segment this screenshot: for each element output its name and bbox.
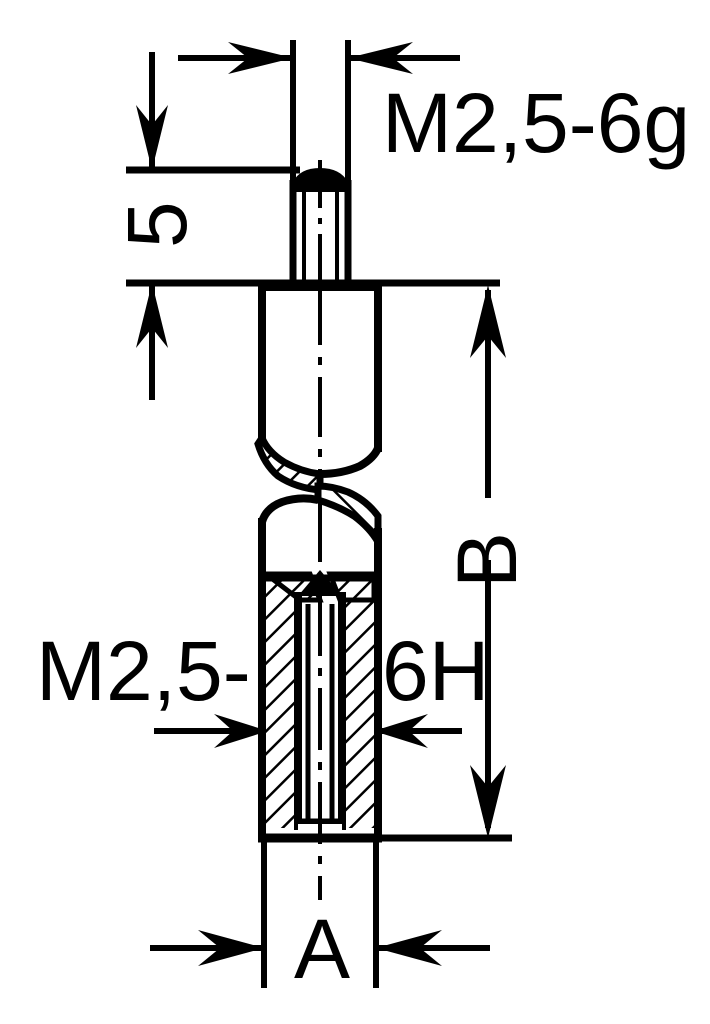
arrow-down-icon <box>136 105 168 170</box>
tapped-hole-dimension-group <box>154 714 462 748</box>
male-threaded-stud <box>289 160 352 285</box>
arrow-left-icon <box>374 714 428 748</box>
upper-body-section <box>254 283 382 500</box>
lower-body-section <box>258 482 382 900</box>
arrow-up-icon <box>470 285 506 358</box>
bore-entry-cone <box>298 570 342 596</box>
thread-callout-female-right: 6H <box>382 624 489 718</box>
body-diameter-dimension-group <box>150 930 490 966</box>
thread-callout-male: M2,5-6g <box>382 76 690 170</box>
arrow-left-icon <box>348 42 413 74</box>
break-curve-lower-left <box>258 494 319 524</box>
arrow-up-icon <box>136 283 168 348</box>
section-hatch-left-wall <box>266 580 296 828</box>
arrow-right-icon <box>214 714 268 748</box>
overall-length-dimension-group <box>380 285 512 842</box>
stud-length-dimension-group <box>136 52 168 400</box>
arrow-left-icon <box>376 930 442 966</box>
stud-thread-dimension-group <box>178 42 460 74</box>
dimension-label-stud-length: 5 <box>110 201 204 248</box>
break-curve-upper-right <box>319 446 382 478</box>
arrow-right-icon <box>228 42 293 74</box>
dimension-label-overall-length: B <box>440 532 534 588</box>
dimension-label-body-diameter: A <box>294 902 350 996</box>
arrow-down-icon <box>470 765 506 838</box>
break-hatch-lower-right <box>314 482 382 556</box>
arrow-right-icon <box>198 930 264 966</box>
section-hatch-right-wall <box>344 580 374 828</box>
thread-callout-female-left: M2,5- <box>36 624 251 718</box>
